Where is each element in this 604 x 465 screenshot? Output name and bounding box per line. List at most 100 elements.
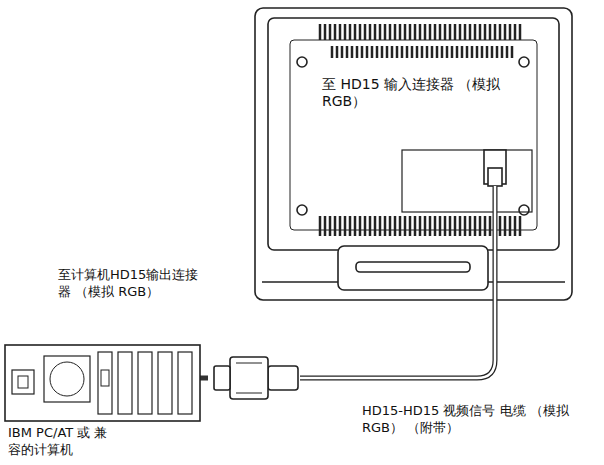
vent-slit	[379, 24, 382, 40]
vent-slit	[496, 46, 499, 58]
vent-slit	[506, 46, 509, 58]
vent-slit	[369, 24, 372, 40]
vent-slit	[416, 46, 419, 58]
vent-slit	[511, 46, 514, 58]
vent-slit	[424, 24, 427, 40]
vent-slit	[419, 216, 422, 236]
vent-slit	[426, 46, 429, 58]
vent-slit	[519, 24, 522, 40]
vent-slit	[484, 216, 487, 236]
vent-slit	[334, 24, 337, 40]
vent-slit	[459, 24, 462, 40]
vent-slit	[371, 46, 374, 58]
computer-label: IBM PC/AT 或 兼容的计算机	[8, 424, 120, 458]
vent-slit	[409, 24, 412, 40]
cable-label: HD15-HD15 视频信号 电缆 （模拟 RGB） （附带）	[362, 402, 577, 436]
expansion-slot	[158, 352, 172, 414]
monitor-back	[255, 8, 572, 300]
vent-slit	[334, 216, 337, 236]
vent-slit	[509, 24, 512, 40]
hd15-output-connector	[101, 370, 109, 386]
vent-slit	[349, 24, 352, 40]
hd15-plug	[230, 357, 268, 399]
vent-slit	[346, 46, 349, 58]
fan	[44, 356, 90, 402]
vent-slit	[379, 216, 382, 236]
vent-slit	[504, 24, 507, 40]
vent-slit	[484, 24, 487, 40]
fan-grille	[50, 362, 84, 396]
vent-slit	[366, 46, 369, 58]
vent-slit	[499, 216, 502, 236]
vent-slit	[409, 216, 412, 236]
vent-slit	[449, 216, 452, 236]
vent-slit	[384, 216, 387, 236]
vent-slit	[414, 24, 417, 40]
vent-slit	[396, 46, 399, 58]
vent-slit	[439, 24, 442, 40]
screw-hole	[297, 57, 307, 67]
vent-slit	[389, 216, 392, 236]
vent-slit	[501, 46, 504, 58]
vent-slit	[424, 216, 427, 236]
vent-slit	[341, 46, 344, 58]
vent-slit	[439, 216, 442, 236]
vent-slit	[336, 46, 339, 58]
screw-hole	[519, 57, 529, 67]
vent-slit	[474, 24, 477, 40]
vent-slit	[454, 24, 457, 40]
vent-slit	[504, 216, 507, 236]
vent-slit	[469, 216, 472, 236]
cable-plug	[488, 168, 502, 186]
vent-slit	[329, 216, 332, 236]
video-cable	[300, 186, 495, 378]
vent-slit	[489, 216, 492, 236]
vent-slit	[376, 46, 379, 58]
vent-slit	[514, 24, 517, 40]
vent-slit	[344, 24, 347, 40]
vent-slit	[466, 46, 469, 58]
video-cable-core	[300, 186, 495, 378]
rear-cover	[290, 40, 537, 230]
vent-slit	[454, 216, 457, 236]
stand-slot	[356, 262, 470, 272]
vent-slit	[381, 46, 384, 58]
plug-sleeve	[268, 366, 298, 390]
vent-slit	[486, 46, 489, 58]
vent-slit	[429, 216, 432, 236]
computer	[5, 345, 200, 421]
vent-slit	[359, 24, 362, 40]
expansion-slot	[118, 352, 132, 414]
vent-slit	[481, 46, 484, 58]
vent-slit	[509, 216, 512, 236]
screw-hole	[519, 205, 529, 215]
vent-slit	[414, 216, 417, 236]
vent-slit	[399, 216, 402, 236]
vent-slit	[354, 216, 357, 236]
vent-slit	[386, 46, 389, 58]
plug-detail	[236, 393, 262, 394]
vent-slit	[319, 216, 322, 236]
vent-slit	[324, 216, 327, 236]
vent-slit	[344, 216, 347, 236]
vent-slit	[434, 216, 437, 236]
vent-slits	[320, 24, 520, 236]
vent-slit	[384, 24, 387, 40]
vent-slit	[429, 24, 432, 40]
vent-slit	[494, 24, 497, 40]
vent-slit	[339, 24, 342, 40]
vent-slit	[391, 46, 394, 58]
vent-slit	[469, 24, 472, 40]
vent-slit	[399, 24, 402, 40]
connector-label: 至 HD15 输入连接器 （模拟 RGB）	[322, 76, 512, 110]
vent-slit	[374, 216, 377, 236]
vent-slit	[434, 24, 437, 40]
vent-slit	[329, 24, 332, 40]
vent-slit	[459, 216, 462, 236]
vent-slit	[364, 216, 367, 236]
expansion-slot	[138, 352, 152, 414]
vent-slit	[406, 46, 409, 58]
connector-label: 至计算机HD15输出连接器 （模拟 RGB）	[58, 266, 208, 300]
